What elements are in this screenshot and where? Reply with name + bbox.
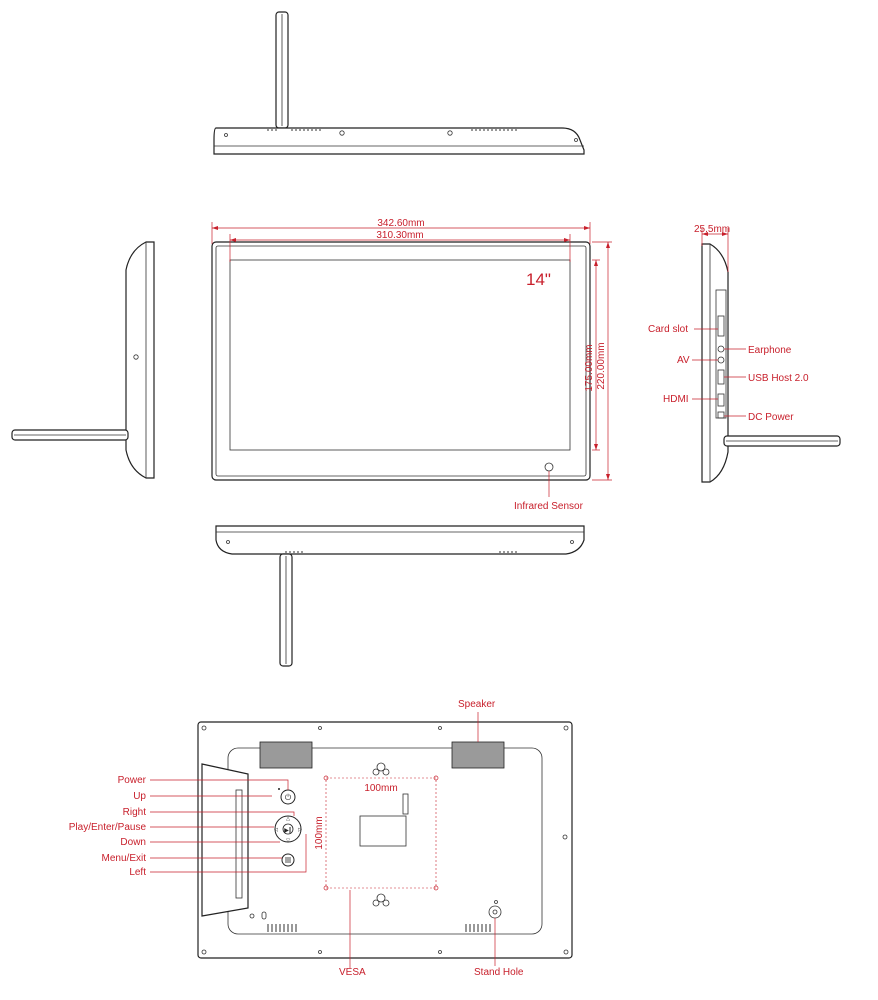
speaker-grille-left [259, 741, 313, 769]
bottom-body [215, 525, 585, 555]
left-side-body [125, 241, 155, 479]
card-slot-icon [717, 315, 725, 337]
bottom-view [215, 525, 585, 667]
outer-height-dim: 220.00mm [596, 342, 607, 389]
dc-power-port-icon [717, 411, 725, 419]
front-screen [229, 259, 571, 451]
vesa-label: VESA [339, 967, 366, 978]
speaker-grille-right [451, 741, 505, 769]
top-body [213, 127, 585, 155]
svg-text:⏻: ⏻ [285, 793, 292, 802]
up-label: Up [133, 791, 146, 802]
menu-exit-label: Menu/Exit [102, 853, 147, 864]
left-side-view [11, 241, 155, 479]
svg-text:▷: ▷ [298, 827, 302, 833]
depth-dim: 25.5mm [694, 224, 730, 235]
av-label: AV [677, 355, 690, 366]
play-enter-pause-label: Play/Enter/Pause [69, 822, 147, 833]
front-view: 14" 342.60mm 310.30mm 175.00mm 220.00mm … [211, 218, 612, 512]
svg-text:▽: ▽ [286, 838, 290, 844]
stand-bracket [201, 763, 249, 917]
usb-label: USB Host 2.0 [748, 373, 809, 384]
hdmi-port-icon [717, 393, 725, 407]
infrared-sensor-label: Infrared Sensor [514, 501, 584, 512]
svg-text:△: △ [286, 816, 290, 822]
keyhole-bottom-icon [372, 893, 390, 907]
screen-size-label: 14" [526, 270, 551, 289]
right-label: Right [123, 807, 147, 818]
right-side-body [701, 243, 729, 483]
top-view [213, 11, 585, 155]
inner-width-dim: 310.30mm [376, 230, 423, 241]
hdmi-label: HDMI [663, 394, 689, 405]
right-side-view: 25.5mm Card slot Earphone AV USB Host 2.… [648, 224, 841, 483]
dc-power-label: DC Power [748, 412, 794, 423]
vesa-width-dim: 100mm [364, 783, 397, 794]
front-bezel [211, 241, 591, 481]
left-label: Left [129, 867, 146, 878]
vesa-pattern [325, 777, 437, 889]
keyhole-top-icon [372, 762, 390, 776]
vesa-height-dim: 100mm [314, 816, 325, 849]
outer-width-dim: 342.60mm [377, 218, 424, 229]
svg-text:▶‖: ▶‖ [284, 827, 292, 834]
stand-hole-label: Stand Hole [474, 967, 524, 978]
svg-text:◁: ◁ [274, 827, 278, 833]
card-slot-label: Card slot [648, 324, 688, 335]
inner-height-dim: 175.00mm [584, 344, 595, 391]
down-label: Down [120, 837, 146, 848]
speaker-label: Speaker [458, 699, 496, 710]
earphone-label: Earphone [748, 345, 792, 356]
power-label: Power [118, 775, 147, 786]
back-view: Speaker 100mm 100mm VESA [69, 699, 573, 978]
back-body [197, 721, 573, 959]
